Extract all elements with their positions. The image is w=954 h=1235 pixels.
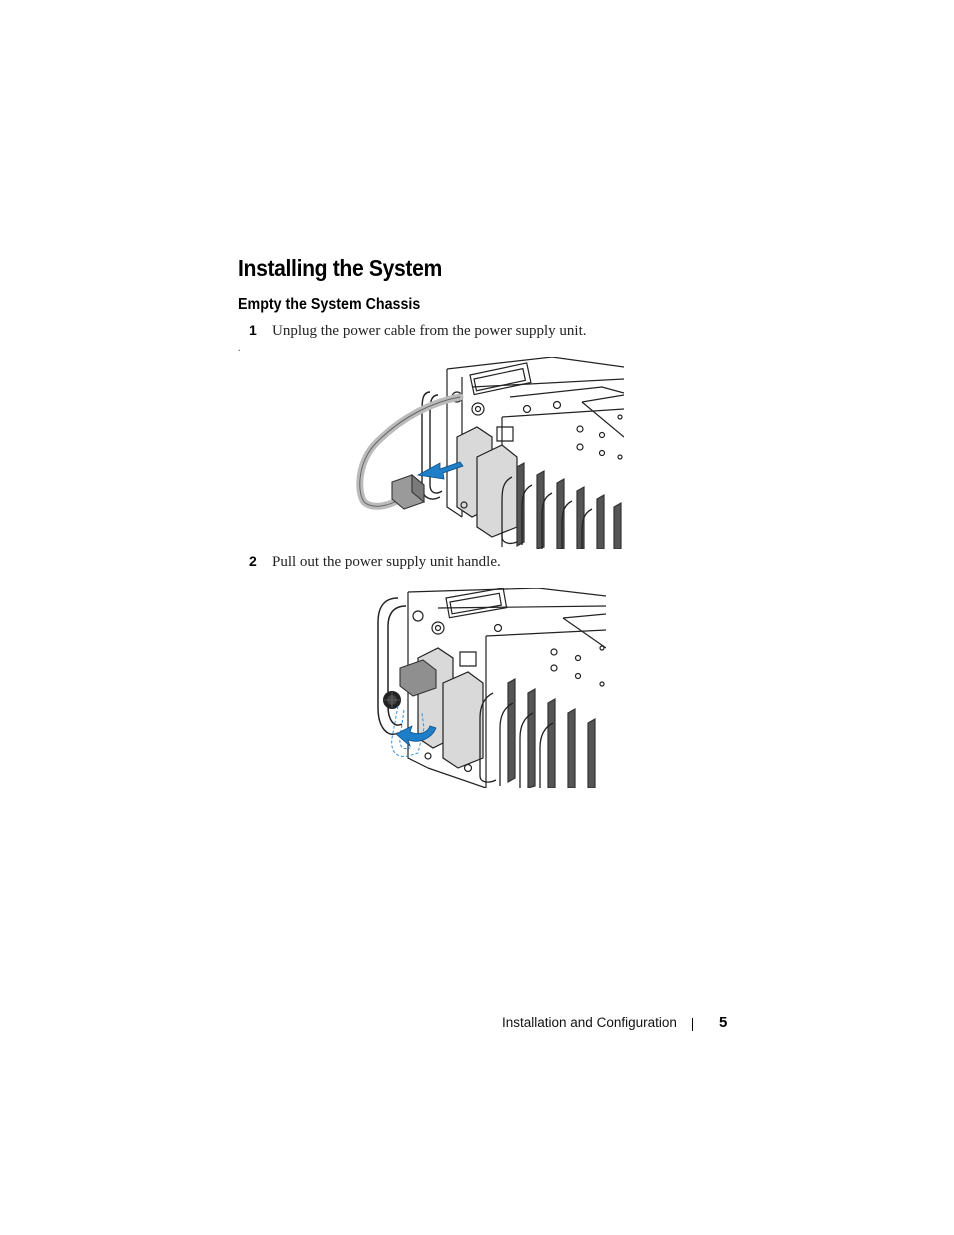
- section-heading: Empty the System Chassis: [238, 296, 421, 313]
- page-title: Installing the System: [238, 255, 442, 281]
- step-number: 2: [249, 553, 257, 569]
- step-1: 1 Unplug the power cable from the power s…: [249, 322, 587, 340]
- pull-direction-arrow: [418, 462, 463, 479]
- rotate-direction-arrow: [396, 726, 436, 746]
- footer-section-title: Installation and Configuration: [502, 1015, 677, 1030]
- handle-outline-dashed: [392, 706, 424, 756]
- stray-mark: .: [238, 343, 241, 354]
- footer-separator: [692, 1018, 693, 1031]
- step-text: Unplug the power cable from the power su…: [272, 323, 587, 339]
- page-number: 5: [719, 1014, 728, 1031]
- step-text: Pull out the power supply unit handle.: [272, 554, 501, 570]
- thumbscrew-icon: [383, 691, 401, 709]
- step-2: 2 Pull out the power supply unit handle.: [249, 553, 501, 571]
- step-number: 1: [249, 322, 257, 338]
- figure-pull-psu-handle: [368, 588, 606, 788]
- figure-unplug-power-cable: [352, 357, 624, 549]
